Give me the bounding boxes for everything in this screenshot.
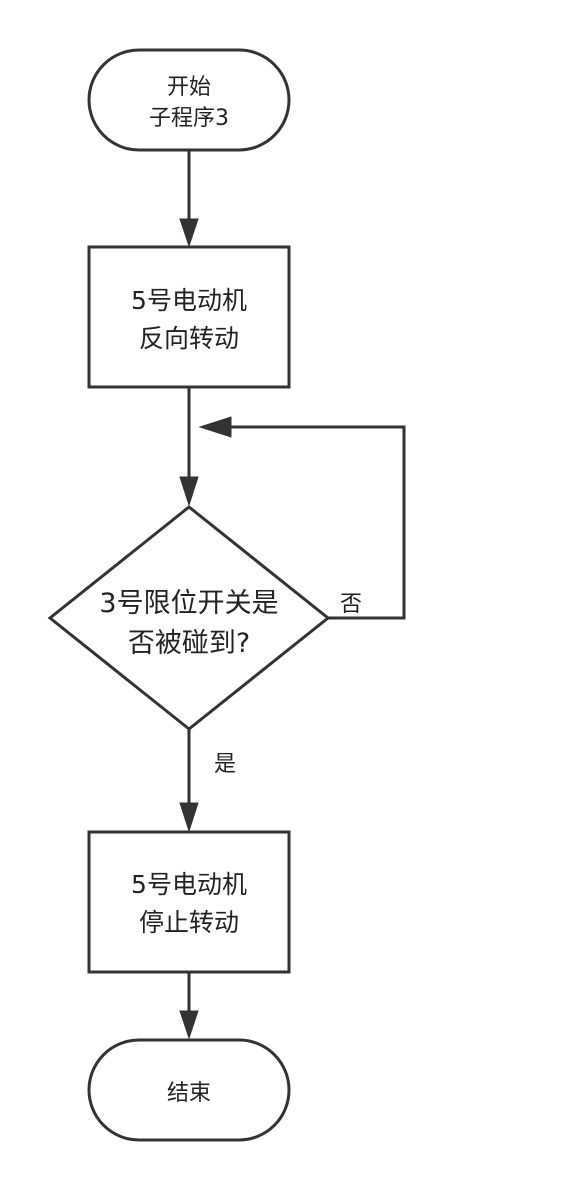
edge-label-yes: 是 — [214, 752, 236, 777]
arrowhead-decision — [179, 476, 199, 507]
arrowhead-stop — [179, 802, 199, 833]
reverse-node: 5号电动机 反向转动 — [87, 245, 291, 389]
stop-node-shape — [87, 830, 291, 974]
end-node-shape — [87, 1038, 291, 1142]
arrowhead-reverse — [179, 218, 199, 248]
end-node-label: 结束 — [167, 1081, 211, 1106]
edge-label-no: 否 — [340, 592, 362, 617]
decision-node-label-line1: 3号限位开关是 — [99, 588, 278, 619]
arrowhead-loop — [198, 416, 232, 438]
decision-node: 3号限位开关是 否被碰到? — [47, 505, 331, 731]
stop-node-label-line2: 停止转动 — [139, 908, 239, 937]
reverse-node-label-line1: 5号电动机 — [131, 286, 247, 315]
reverse-node-label-line2: 反向转动 — [139, 324, 239, 353]
connector-no-loop: 否 — [198, 416, 406, 620]
start-node-label-line1: 开始 — [167, 75, 211, 100]
stop-node: 5号电动机 停止转动 — [87, 830, 291, 974]
decision-node-label-line2: 否被碰到? — [128, 628, 250, 659]
stop-node-label-line1: 5号电动机 — [131, 870, 247, 899]
connector-start-to-reverse — [179, 150, 199, 248]
start-node-label-line2: 子程序3 — [149, 106, 229, 131]
start-node-shape — [87, 48, 291, 152]
connector-decision-to-stop: 是 — [179, 729, 236, 833]
connector-reverse-to-decision — [179, 387, 199, 507]
connector-no-loop-line — [228, 425, 406, 620]
arrowhead-end — [179, 1010, 199, 1040]
start-node: 开始 子程序3 — [87, 48, 291, 152]
end-node: 结束 — [87, 1038, 291, 1142]
reverse-node-shape — [87, 245, 291, 389]
connector-stop-to-end — [179, 972, 199, 1040]
